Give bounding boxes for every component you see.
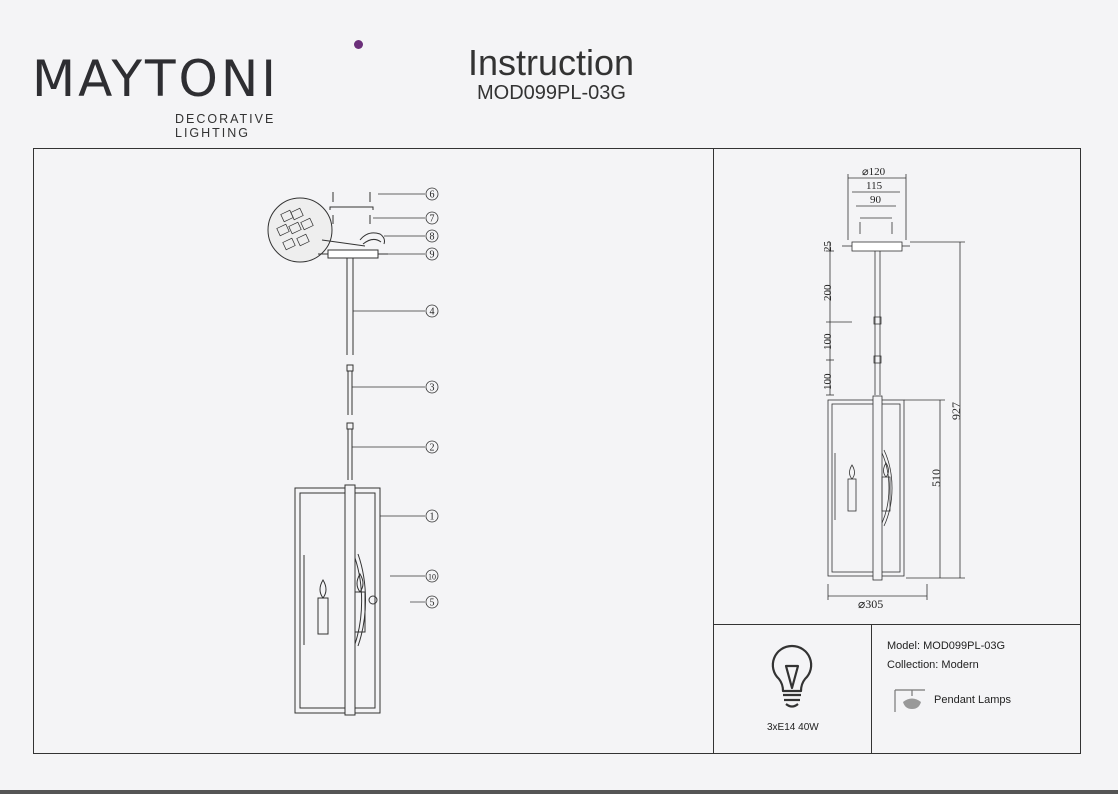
callout-6: 6: [430, 190, 435, 201]
collection-value: Modern: [941, 659, 979, 671]
bulb-spec: 3xE14 40W: [767, 722, 819, 733]
callout-8: 8: [430, 232, 435, 243]
page-model: MOD099PL-03G: [477, 82, 626, 104]
callout-1: 1: [430, 512, 435, 523]
dim-total-height: 927: [949, 402, 963, 420]
model-label: Model:: [887, 640, 921, 652]
pendant-lamp-icon: [894, 689, 925, 712]
exploded-view-drawing: 6 7 8 9 4 3 2 1 10 5: [267, 187, 439, 716]
callout-2: 2: [430, 443, 435, 454]
dim-body-height: 510: [929, 469, 943, 487]
dimension-drawing: ⌀120 115 90 25 200 100 100 927 510 ⌀305: [822, 166, 965, 610]
dim-rod-100-a: 100: [822, 333, 834, 350]
brand-tagline: DECORATIVE LIGHTING: [175, 112, 276, 140]
dim-canopy-dia: ⌀120: [862, 166, 886, 178]
collection-label: Collection:: [887, 659, 939, 671]
bulb-icon: [771, 644, 813, 708]
callout-3: 3: [430, 383, 435, 394]
dim-body-dia: ⌀305: [858, 597, 883, 610]
dim-rod-200: 200: [822, 284, 834, 301]
dim-canopy-height: 25: [822, 241, 834, 253]
collection-row: Collection: Modern: [887, 659, 979, 671]
type-label: Pendant Lamps: [934, 694, 1012, 706]
model-row: Model: MOD099PL-03G: [887, 640, 1005, 652]
callout-9: 9: [430, 250, 435, 261]
model-value: MOD099PL-03G: [923, 640, 1006, 652]
frame-divider-vertical: [713, 148, 714, 754]
callout-7: 7: [430, 214, 435, 225]
dim-mount-90: 90: [870, 194, 882, 206]
page-title: Instruction: [468, 42, 635, 83]
brand-dot: [354, 40, 363, 49]
drawing-frame: [33, 148, 1081, 754]
callout-5: 5: [430, 598, 435, 609]
brand-name: MAYTONI: [32, 50, 280, 108]
frame-divider-horizontal: [713, 624, 1081, 625]
bottom-bar: [0, 790, 1118, 794]
frame-divider-info: [871, 624, 872, 754]
callout-4: 4: [430, 307, 435, 318]
callout-10: 10: [428, 573, 436, 582]
dim-mount-115: 115: [866, 180, 883, 192]
dim-rod-100-b: 100: [822, 373, 834, 390]
brand-logo: MAYTONI DECORATIVE LIGHTING: [32, 40, 363, 140]
